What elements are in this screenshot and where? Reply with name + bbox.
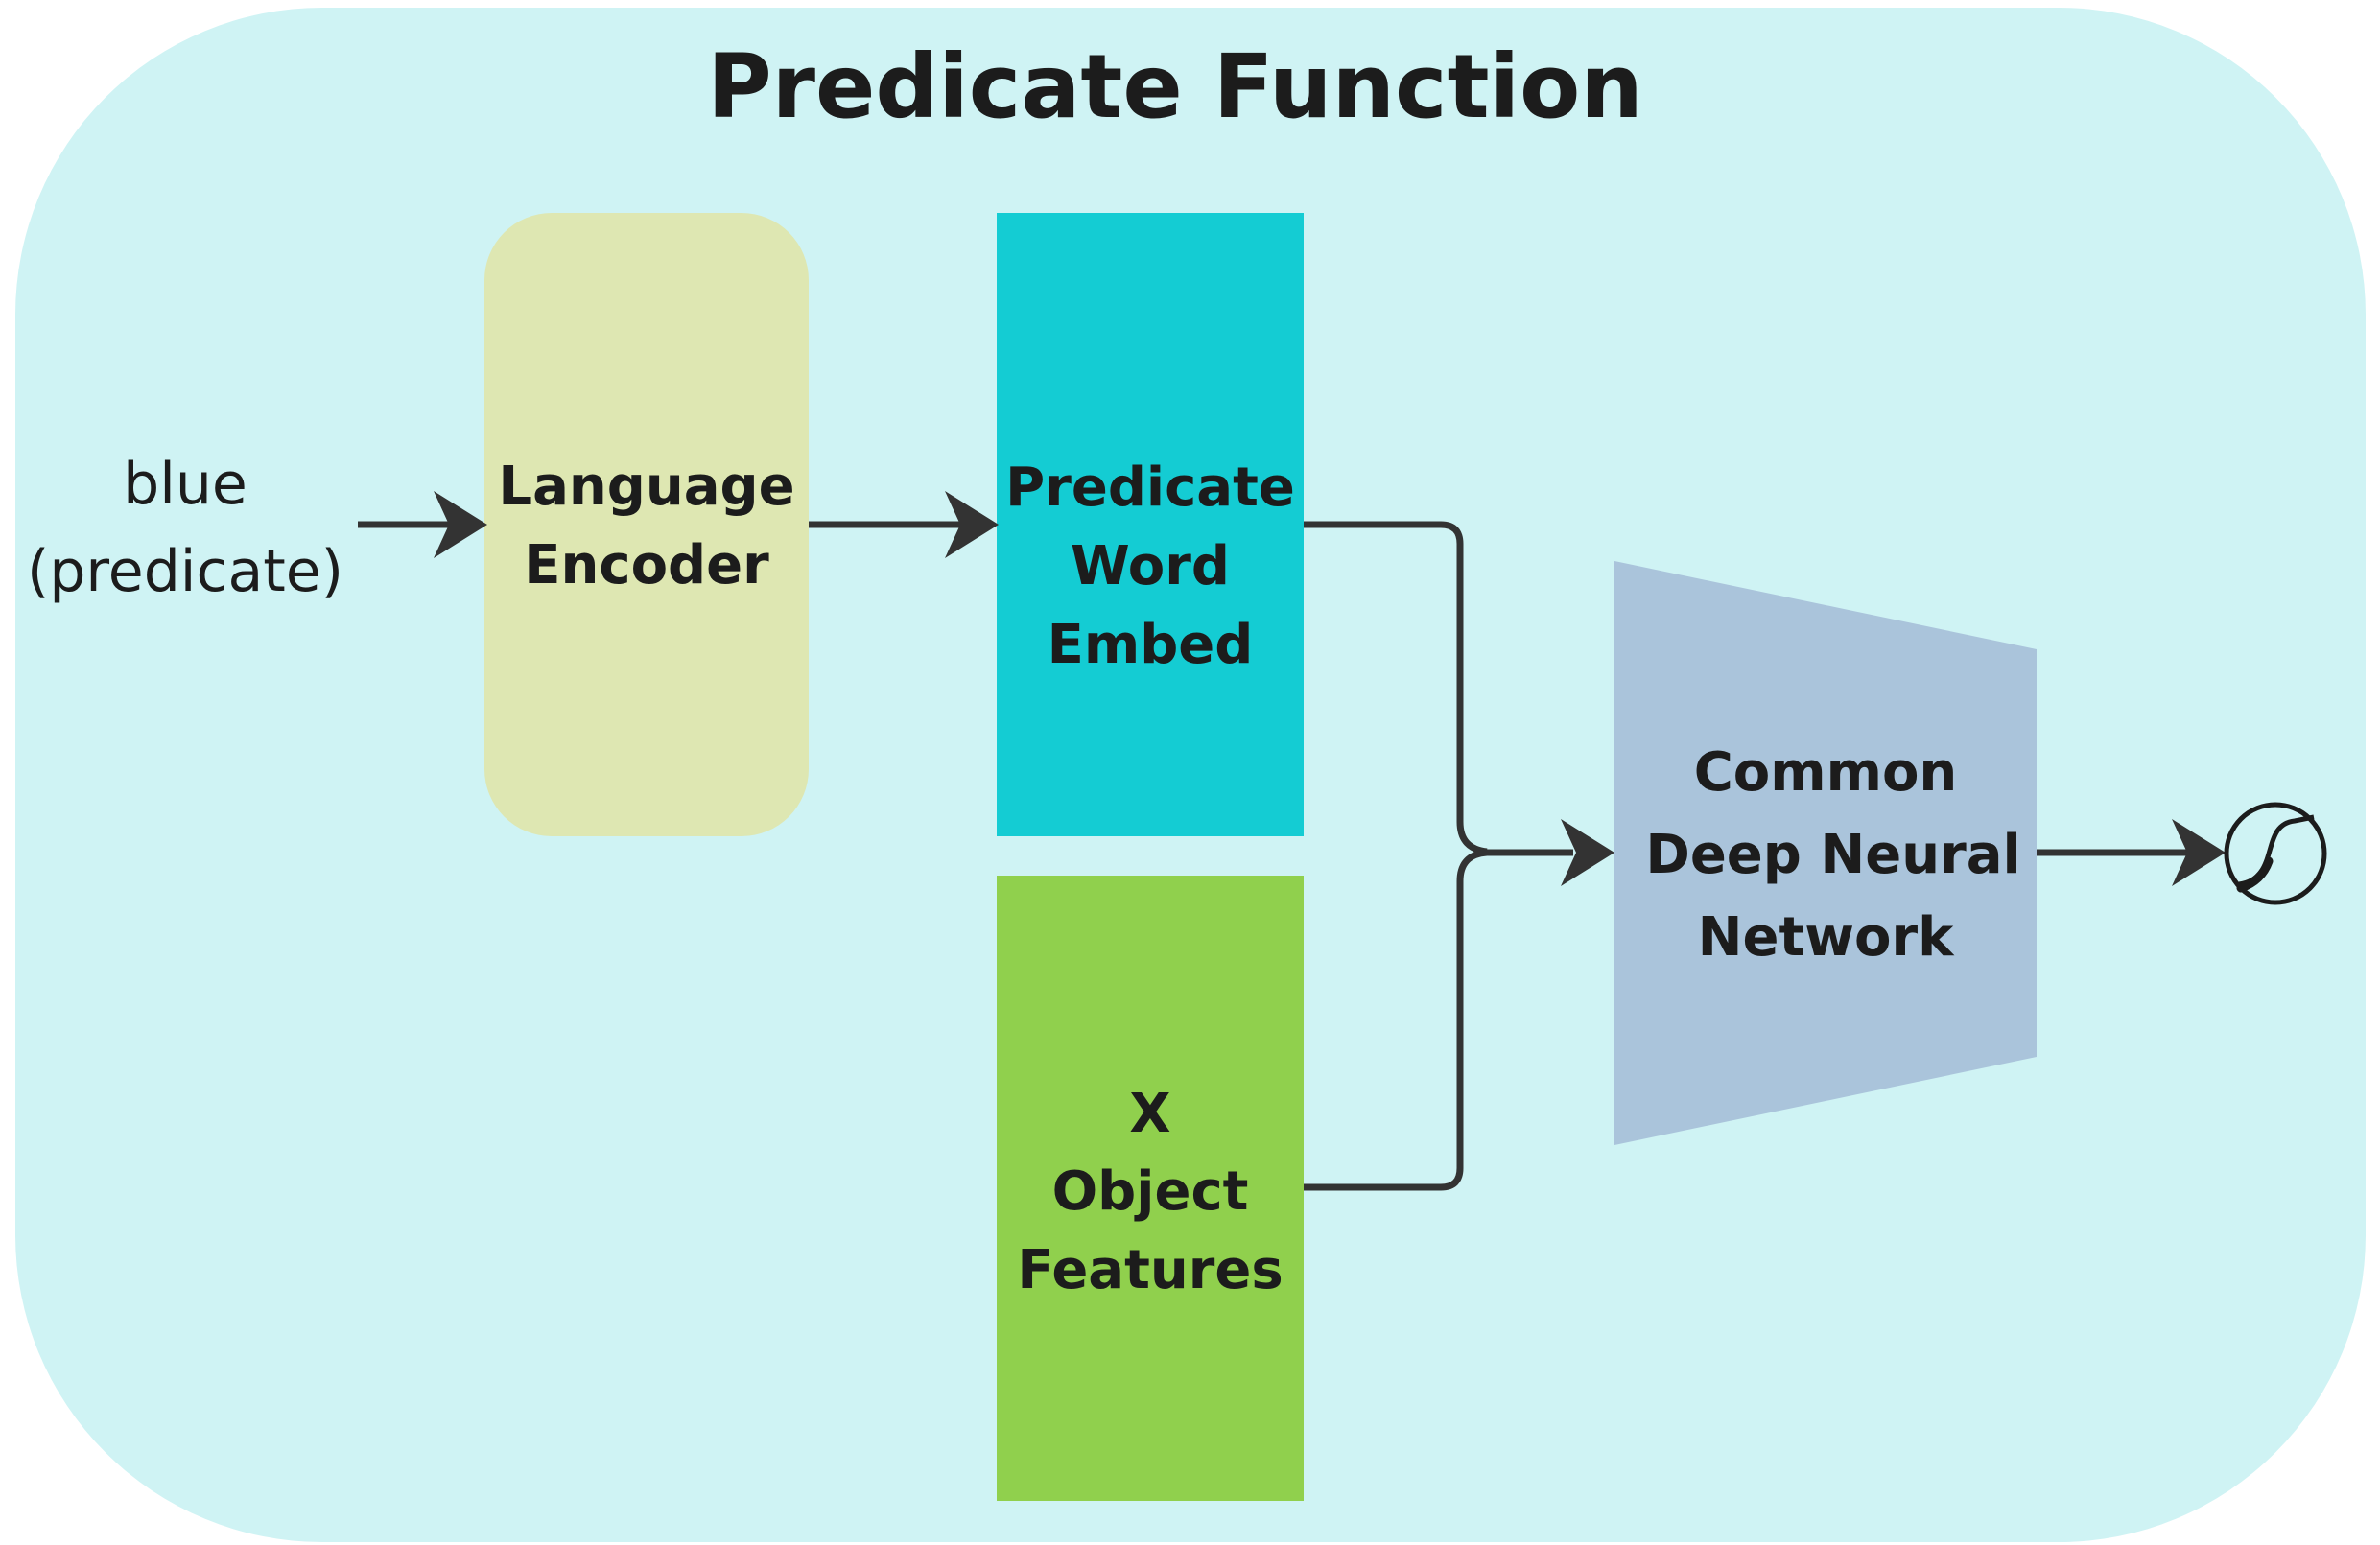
object-features-block: X Object Features	[997, 876, 1304, 1501]
svg-text:Common: Common	[1694, 741, 1958, 804]
arrow-encoder-to-embed	[809, 491, 999, 558]
svg-text:Object: Object	[1052, 1160, 1249, 1223]
diagram-title: Predicate Function	[707, 35, 1643, 138]
connector-features-to-merge	[1304, 849, 1488, 1191]
svg-text:Network: Network	[1698, 906, 1955, 969]
object-features-box	[997, 876, 1304, 1501]
svg-text:Language: Language	[498, 456, 794, 518]
svg-text:Features: Features	[1017, 1239, 1283, 1301]
arrow-merge-to-network	[1485, 819, 1614, 886]
predicate-word-embed-block: Predicate Word Embed	[997, 213, 1304, 836]
arrow-input-to-encoder	[358, 491, 487, 558]
svg-text:X: X	[1129, 1083, 1170, 1145]
svg-text:Word: Word	[1071, 535, 1230, 597]
connector-embed-to-merge	[1304, 521, 1488, 855]
svg-text:Encoder: Encoder	[524, 534, 769, 597]
network-trapezoid	[1614, 561, 2037, 1145]
network-block: Common Deep Neural Network	[1614, 561, 2037, 1145]
svg-text:(predicate): (predicate)	[27, 538, 343, 605]
sigmoid-icon	[2224, 802, 2327, 905]
svg-text:Embed: Embed	[1048, 614, 1254, 676]
svg-text:Deep Neural: Deep Neural	[1645, 824, 2020, 886]
language-encoder-box	[484, 213, 809, 836]
predicate-word-embed-box	[997, 213, 1304, 836]
arrow-network-to-output	[2037, 819, 2226, 886]
input-label: blue (predicate)	[27, 451, 343, 605]
svg-text:Predicate: Predicate	[1005, 456, 1295, 519]
language-encoder-block: Language Encoder	[484, 213, 809, 836]
svg-text:blue: blue	[123, 451, 247, 518]
